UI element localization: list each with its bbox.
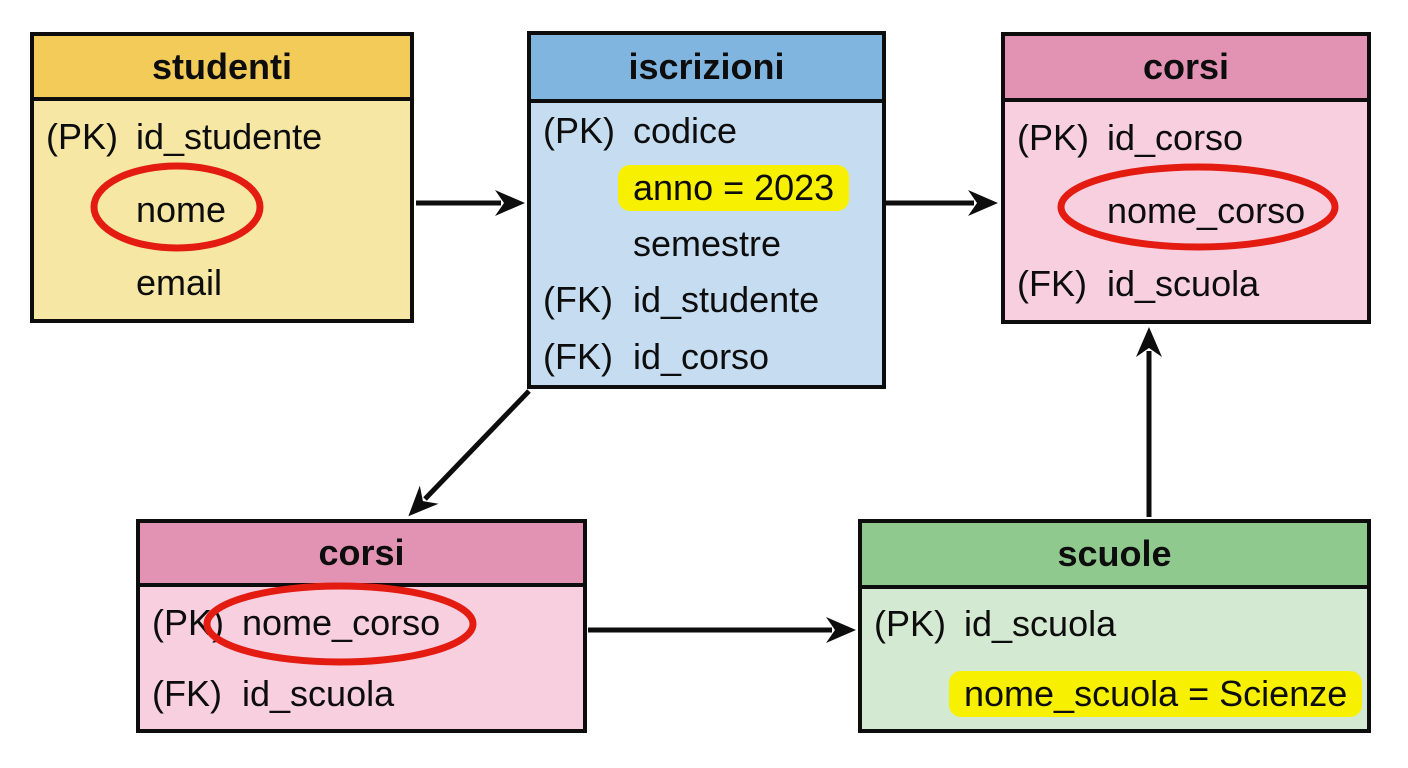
table-corsi-top-body: (PK) id_corso nome_corso (FK) id_scuola: [1005, 102, 1367, 320]
table-iscrizioni: iscrizioni (PK) codice anno = 2023 semes…: [527, 31, 886, 389]
field-row-nome-corso: nome_corso: [1005, 175, 1367, 248]
field-name: id_scuola: [964, 603, 1117, 644]
field-row-nome: nome: [34, 174, 410, 247]
field-row-id-corso-fk: (FK) id_corso: [531, 329, 882, 385]
field-prefix: (PK): [46, 116, 118, 158]
field-row-anno: anno = 2023: [531, 159, 882, 215]
field-name: semestre: [633, 223, 782, 265]
field-row-id-studente: (PK) id_studente: [34, 101, 410, 174]
field-name: nome_corso: [1107, 190, 1306, 231]
field-row-nome-corso-pk: (PK) nome_corso: [140, 587, 583, 658]
field-name: id_scuola: [242, 672, 395, 714]
table-corsi-top: corsi (PK) id_corso nome_corso (FK) id_s…: [1001, 32, 1371, 324]
table-iscrizioni-title: iscrizioni: [531, 35, 882, 103]
table-scuole: scuole (PK) id_scuola nome_scuola = Scie…: [858, 519, 1371, 733]
field-name: id_scuola: [1107, 262, 1260, 304]
field-prefix: (PK): [1017, 117, 1089, 159]
field-name: id_corso: [633, 335, 770, 377]
field-name: nome: [136, 189, 227, 230]
field-row-id-scuola-fk: (FK) id_scuola: [1005, 247, 1367, 320]
field-row-codice: (PK) codice: [531, 103, 882, 159]
table-scuole-body: (PK) id_scuola nome_scuola = Scienze: [862, 589, 1367, 729]
field-name: id_corso: [1107, 117, 1244, 159]
field-prefix: (PK): [152, 601, 224, 643]
field-row-nome-scuola: nome_scuola = Scienze: [862, 659, 1367, 729]
field-prefix: (PK): [874, 603, 946, 644]
field-row-id-scuola-pk: (PK) id_scuola: [862, 589, 1367, 659]
table-studenti: studenti (PK) id_studente nome email: [30, 32, 414, 323]
field-prefix: (PK): [543, 110, 615, 152]
field-name: nome_corso: [242, 601, 441, 643]
highlighted-field-nome-scuola: nome_scuola = Scienze: [949, 671, 1363, 717]
field-prefix: (FK): [543, 279, 613, 321]
table-corsi-bottom: corsi (PK) nome_corso (FK) id_scuola: [136, 519, 587, 733]
field-prefix: (FK): [1017, 262, 1087, 304]
field-name: id_studente: [633, 279, 820, 321]
field-name: email: [136, 261, 223, 303]
field-name: id_studente: [136, 116, 323, 158]
table-scuole-title: scuole: [862, 523, 1367, 589]
field-row-id-scuola-fk2: (FK) id_scuola: [140, 658, 583, 729]
field-row-email: email: [34, 246, 410, 319]
table-iscrizioni-body: (PK) codice anno = 2023 semestre (FK) id…: [531, 103, 882, 385]
table-corsi-bottom-body: (PK) nome_corso (FK) id_scuola: [140, 587, 583, 729]
field-row-semestre: semestre: [531, 216, 882, 272]
highlighted-field-anno: anno = 2023: [618, 164, 850, 211]
field-row-id-studente-fk: (FK) id_studente: [531, 272, 882, 328]
field-prefix: (FK): [152, 672, 222, 714]
table-studenti-body: (PK) id_studente nome email: [34, 101, 410, 319]
field-name: codice: [633, 110, 738, 152]
field-row-id-corso: (PK) id_corso: [1005, 102, 1367, 175]
arrow-iscrizioni-to-corsi-bottom: [408, 389, 531, 517]
table-studenti-title: studenti: [34, 36, 410, 101]
table-corsi-bottom-title: corsi: [140, 523, 583, 587]
table-corsi-top-title: corsi: [1005, 36, 1367, 102]
field-prefix: (FK): [543, 335, 613, 377]
